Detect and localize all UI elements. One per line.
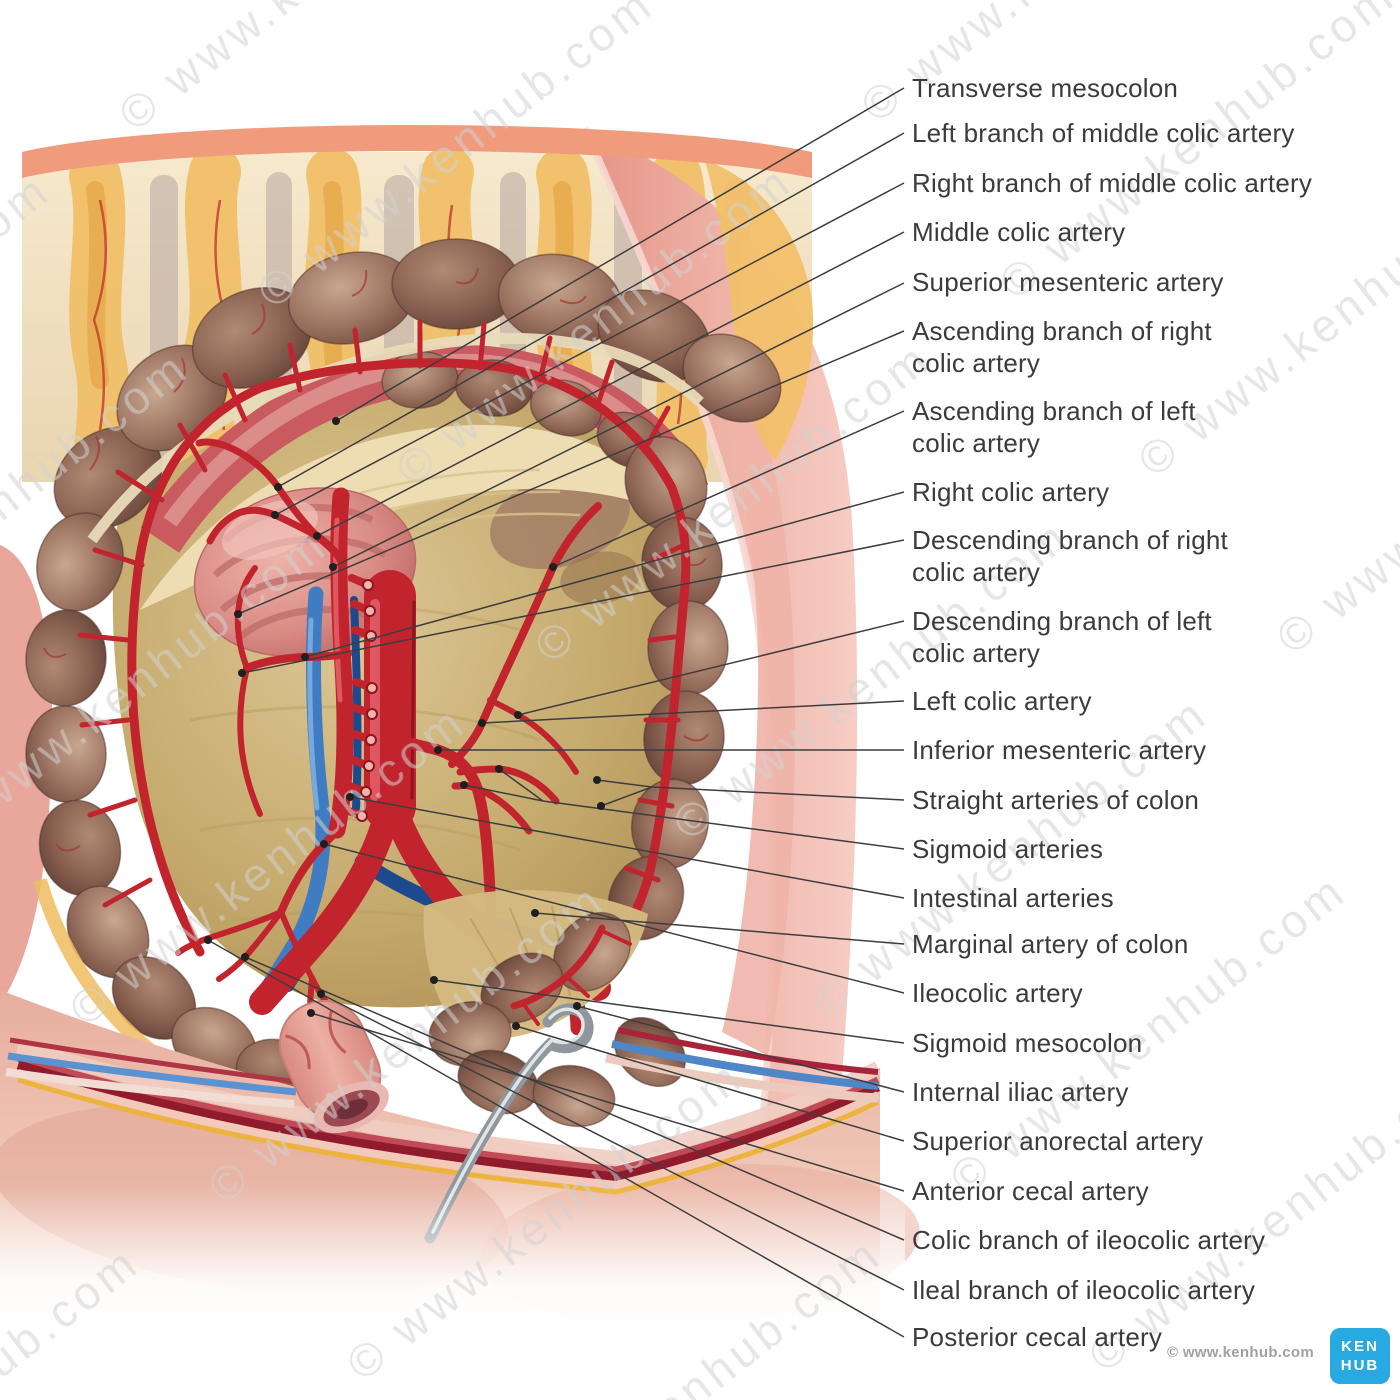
label-ileal-branch-ileocolic: Ileal branch of ileocolic artery: [912, 1275, 1256, 1305]
label-intestinal-arteries: Intestinal arteries: [912, 883, 1114, 913]
label-marginal-artery-of-colon: Marginal artery of colon: [912, 929, 1189, 959]
label-sigmoid-mesocolon: Sigmoid mesocolon: [912, 1028, 1143, 1058]
kenhub-logo: KEN HUB: [1330, 1328, 1390, 1384]
label-straight-arteries-of-colon: Straight arteries of colon: [912, 785, 1200, 815]
label-superior-mesenteric-artery: Superior mesenteric artery: [912, 267, 1224, 297]
copyright-text: © www.kenhub.com: [1167, 1344, 1314, 1361]
leader-lines: [207, 87, 905, 1338]
label-descending-branch-right-colic: Descending branch of right colic artery: [912, 525, 1228, 587]
label-right-colic-artery: Right colic artery: [912, 477, 1110, 507]
label-left-colic-artery: Left colic artery: [912, 686, 1092, 716]
label-superior-anorectal-artery: Superior anorectal artery: [912, 1126, 1204, 1156]
label-anterior-cecal-artery: Anterior cecal artery: [912, 1176, 1149, 1206]
label-middle-colic-artery: Middle colic artery: [912, 217, 1126, 247]
label-posterior-cecal-artery: Posterior cecal artery: [912, 1322, 1163, 1352]
label-transverse-mesocolon: Transverse mesocolon: [912, 73, 1179, 103]
label-right-branch-middle-colic: Right branch of middle colic artery: [912, 168, 1313, 198]
label-internal-iliac-artery: Internal iliac artery: [912, 1077, 1129, 1107]
label-descending-branch-left-colic: Descending branch of left colic artery: [912, 606, 1212, 668]
leader-dots: [204, 417, 605, 1030]
label-ileocolic-artery: Ileocolic artery: [912, 978, 1083, 1008]
label-inferior-mesenteric-artery: Inferior mesenteric artery: [912, 735, 1207, 765]
label-ascending-branch-right-colic: Ascending branch of right colic artery: [912, 316, 1212, 378]
label-left-branch-middle-colic: Left branch of middle colic artery: [912, 118, 1295, 148]
label-colic-branch-ileocolic: Colic branch of ileocolic artery: [912, 1225, 1266, 1255]
label-ascending-branch-left-colic: Ascending branch of left colic artery: [912, 396, 1196, 458]
label-sigmoid-arteries: Sigmoid arteries: [912, 834, 1104, 864]
